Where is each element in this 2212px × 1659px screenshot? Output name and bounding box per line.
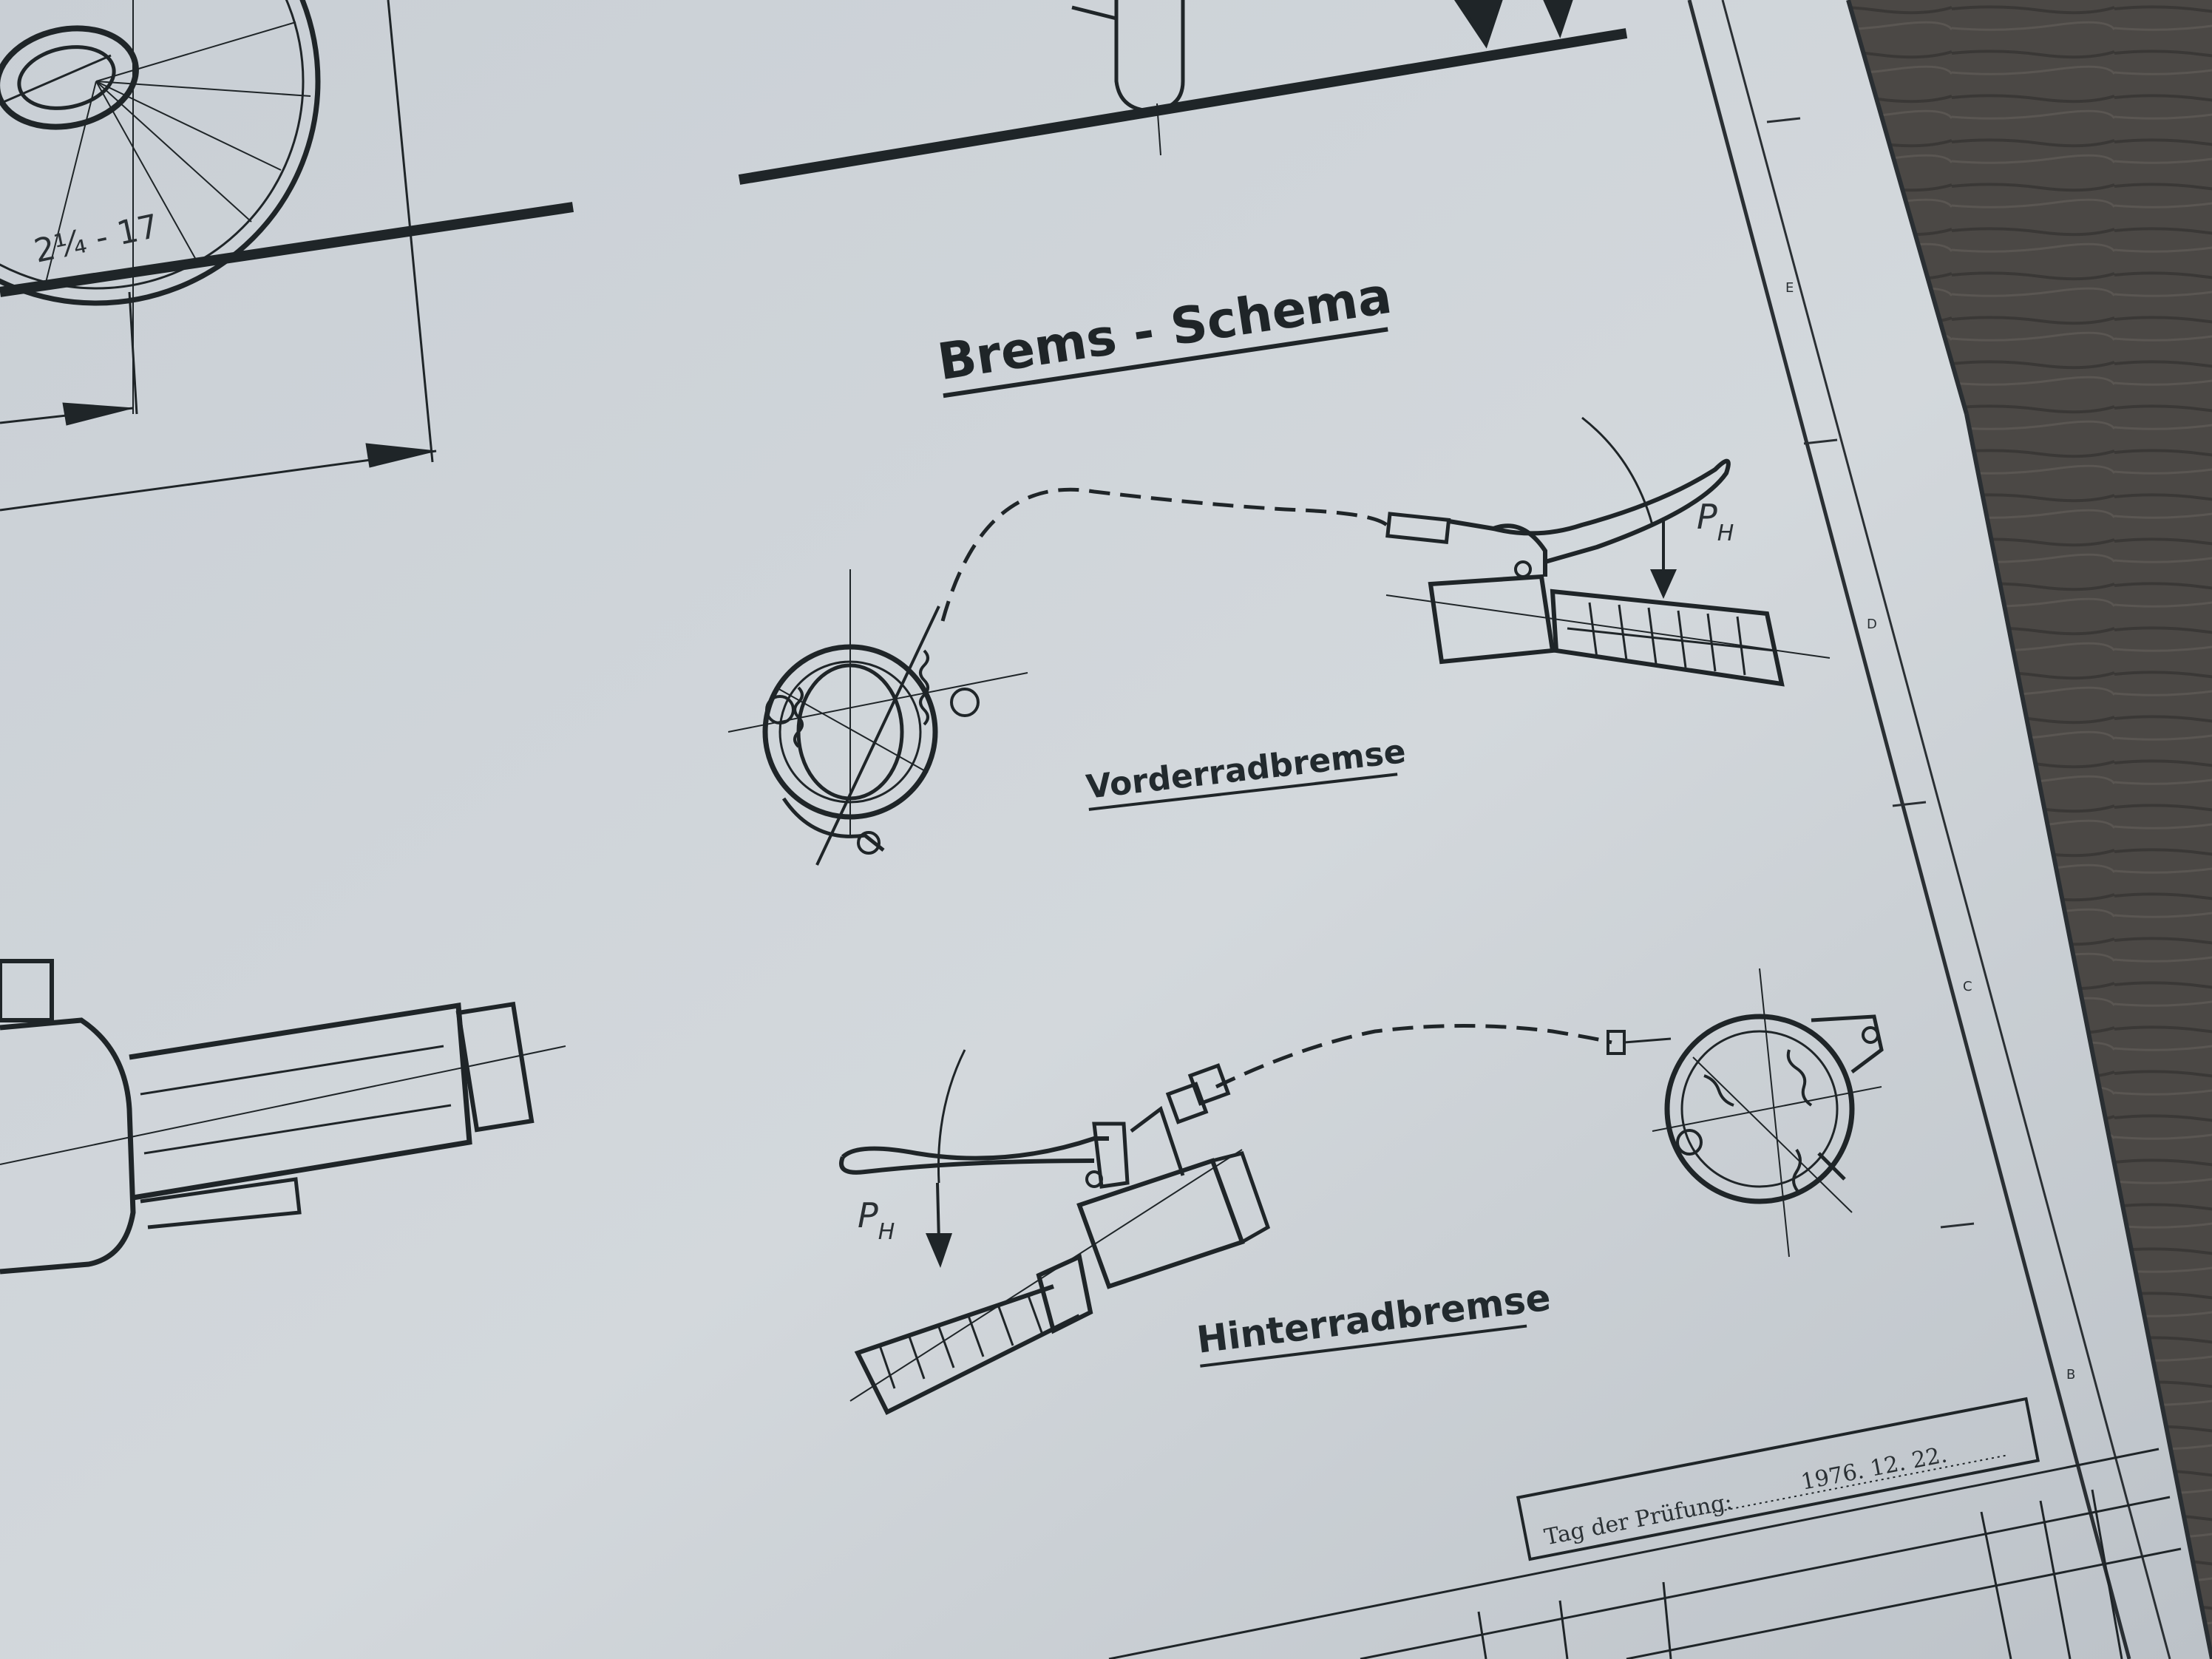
rear-force-symbol: P [858,1195,878,1235]
front-force-symbol: P [1697,497,1717,537]
fork-fragment [1071,0,1573,156]
zone-mark-b: B [2066,1367,2075,1382]
inspection-date-dotted-line [1712,1454,2007,1513]
dimension-lines [0,0,437,512]
inspection-date-box [1516,1397,2040,1561]
front-brake-drum [727,569,1028,866]
front-brake-lever [1385,458,1831,687]
throttle-grip-fragment [0,959,566,1275]
front-force-label: PH [1697,497,1734,546]
rear-force-subscript: H [878,1219,895,1245]
front-brake-label-underline [1088,773,1398,811]
rear-brake-force-arrow [926,1049,966,1268]
zone-mark-c: C [1963,979,1972,994]
frame-zone-marks: E D C B [1785,280,2075,1382]
ground-line-right [738,28,1628,185]
wheel-fragment [0,0,321,414]
drawing-frame [1687,0,2212,1659]
rear-brake-cable [1215,1024,1612,1089]
schema-title-underline [943,327,1388,398]
zone-mark-e: E [1785,280,1794,296]
title-block-grid [1108,1448,2182,1659]
zone-mark-d: D [1867,617,1877,632]
front-brake-cable [940,487,1392,622]
rear-force-label: PH [858,1195,895,1245]
rear-brake-drum [1607,968,1884,1258]
ground-line-left [0,202,574,297]
front-force-subscript: H [1717,520,1734,546]
front-brake-force-arrow [1581,416,1677,599]
rear-brake-label-underline [1200,1324,1527,1368]
